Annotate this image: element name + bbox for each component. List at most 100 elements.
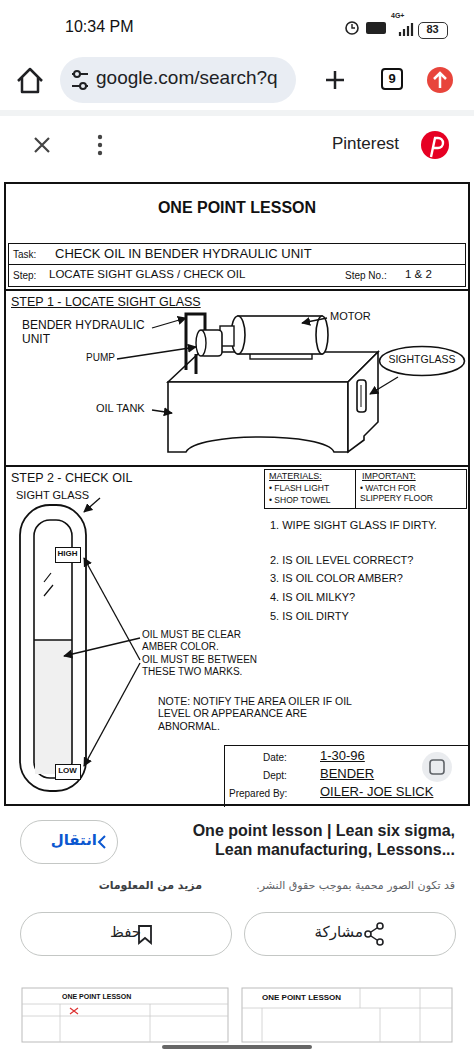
chevron-icon xyxy=(99,836,105,848)
lesson-frame xyxy=(5,183,469,805)
share-dot xyxy=(365,931,371,937)
visit-button: انتقال xyxy=(20,820,118,864)
check-item: 1. WIPE SIGHT GLASS IF DIRTY. xyxy=(270,519,460,532)
thumbnail xyxy=(242,988,452,1042)
tank-front xyxy=(168,382,348,452)
share-lines xyxy=(368,926,380,942)
save-button: حفظ xyxy=(20,912,232,956)
part-name: MOTOR xyxy=(330,310,371,323)
thumbnail-grid xyxy=(242,988,452,1042)
menu-dot xyxy=(98,151,102,155)
copyright-notice: قد تكون الصور محمية بموجب حقوق النشر. xyxy=(205,880,455,893)
node-text: انتقال xyxy=(31,832,97,850)
pump-end xyxy=(196,330,206,356)
source-name: Pinterest xyxy=(332,134,399,154)
share-button: مشاركة xyxy=(244,912,456,956)
node-text: STEP 1 - LOCATE SIGHT GLASS xyxy=(11,295,201,310)
node-text: Dept: xyxy=(263,770,287,782)
bookmark-icon xyxy=(139,926,151,943)
node-text: google.com/search?q xyxy=(96,67,278,89)
share-dot xyxy=(377,923,383,929)
node-text: حفظ xyxy=(61,924,141,942)
check-item: 2. IS OIL LEVEL CORRECT? xyxy=(270,554,413,567)
node-text: MATERIALS: xyxy=(269,471,322,482)
part-name: SIGHT GLASS xyxy=(16,489,89,502)
thumbnail-mark xyxy=(70,1008,78,1014)
level-mark: LOW xyxy=(55,764,81,780)
node-text: 83 xyxy=(419,23,446,36)
node-text: Date: xyxy=(263,752,287,764)
thumbnail-title: ONE POINT LESSON xyxy=(262,993,341,1002)
signal-bars xyxy=(400,23,412,36)
alarm-icon xyxy=(346,22,358,34)
motor-cap xyxy=(316,316,328,354)
leader-line xyxy=(302,318,327,323)
task-row: Task:CHECK OIL IN BENDER HYDRAULIC UNIT xyxy=(8,243,466,265)
pinterest-mark xyxy=(431,138,443,157)
node-text: HIGH xyxy=(56,549,79,558)
node-text: 1 & 2 xyxy=(405,268,432,282)
lens-mark xyxy=(430,760,444,774)
url-pill: google.com/search?q xyxy=(60,57,296,103)
battery-badge: 83 xyxy=(418,22,448,39)
node-text: BENDER xyxy=(320,766,374,781)
node-text: LOCATE SIGHT GLASS / CHECK OIL xyxy=(49,268,245,282)
node-text: 1-30-96 xyxy=(320,748,365,763)
check-item: 3. IS OIL COLOR AMBER? xyxy=(270,572,403,585)
thumbnail-grid xyxy=(22,1004,228,1042)
check-item: 5. IS OIL DIRTY xyxy=(270,610,349,623)
lesson-title: ONE POINT LESSON xyxy=(5,199,469,218)
level-mark: HIGH xyxy=(55,547,81,563)
tank-side xyxy=(348,352,378,452)
thumbnail-title: ONE POINT LESSON xyxy=(62,993,131,1001)
tune-knob xyxy=(80,83,86,89)
home-indicator xyxy=(162,1045,312,1049)
update-arrow xyxy=(434,73,446,88)
step-panel: STEP 1 - LOCATE SIGHT GLASSSIGHTGLASS xyxy=(5,289,469,467)
menu-dot xyxy=(98,135,102,139)
leader-line xyxy=(84,558,140,660)
node-text: Step No.: xyxy=(345,270,387,282)
pinterest-logo xyxy=(421,131,449,159)
network-type: 4G+ xyxy=(391,12,404,20)
leader-line xyxy=(84,663,140,766)
thumbnail xyxy=(22,988,228,1042)
node-text: • WATCH FOR SLIPPERY FLOOR xyxy=(360,483,450,503)
node-text: STEP 2 - CHECK OIL xyxy=(11,471,132,486)
tune-knob xyxy=(74,71,80,77)
leader-line xyxy=(152,318,186,328)
important-box: IMPORTANT:• WATCH FOR SLIPPERY FLOOR xyxy=(355,469,467,509)
node-text: Step: xyxy=(13,270,36,282)
oil-level xyxy=(34,639,72,641)
tab-counter: 9 xyxy=(381,68,403,90)
sight-glass-small xyxy=(357,380,366,412)
part-name: PUMP xyxy=(86,352,115,364)
alarm-hands xyxy=(352,24,355,28)
update-icon xyxy=(427,67,453,93)
materials-box: MATERIALS:• FLASH LIGHT• SHOP TOWEL xyxy=(264,469,356,509)
callout-note: OIL MUST BE BETWEEN THESE TWO MARKS. xyxy=(142,654,278,678)
check-item: 4. IS OIL MILKY? xyxy=(270,591,355,604)
pipe xyxy=(195,354,198,374)
tank-top xyxy=(168,352,378,382)
sight-glass-tube xyxy=(20,505,86,791)
new-tab-icon xyxy=(326,71,344,89)
step-row: Step: LOCATE SIGHT GLASS / CHECK OIL Step … xyxy=(8,264,466,287)
sight-glass-line xyxy=(361,385,362,407)
node-text: Prepared By: xyxy=(229,788,287,800)
home-icon xyxy=(18,69,42,92)
oil-fill xyxy=(35,640,71,774)
node-text: • FLASH LIGHT xyxy=(269,483,329,493)
part-name: BENDER HYDRAULIC UNIT xyxy=(22,318,172,346)
node-text: OILER- JOE SLICK xyxy=(320,784,433,799)
node-text: IMPORTANT: xyxy=(362,471,416,482)
leader-line xyxy=(370,377,398,394)
share-dot xyxy=(377,939,383,945)
glass-glint xyxy=(44,573,53,596)
separator-band xyxy=(0,110,474,116)
leader-line xyxy=(64,638,140,656)
note-text: NOTE: NOTIFY THE AREA OILER IF OIL LEVEL… xyxy=(158,695,358,732)
result-title: One point lesson | Lean six sigma, Lean … xyxy=(175,822,455,860)
node-text: LOW xyxy=(56,766,79,775)
